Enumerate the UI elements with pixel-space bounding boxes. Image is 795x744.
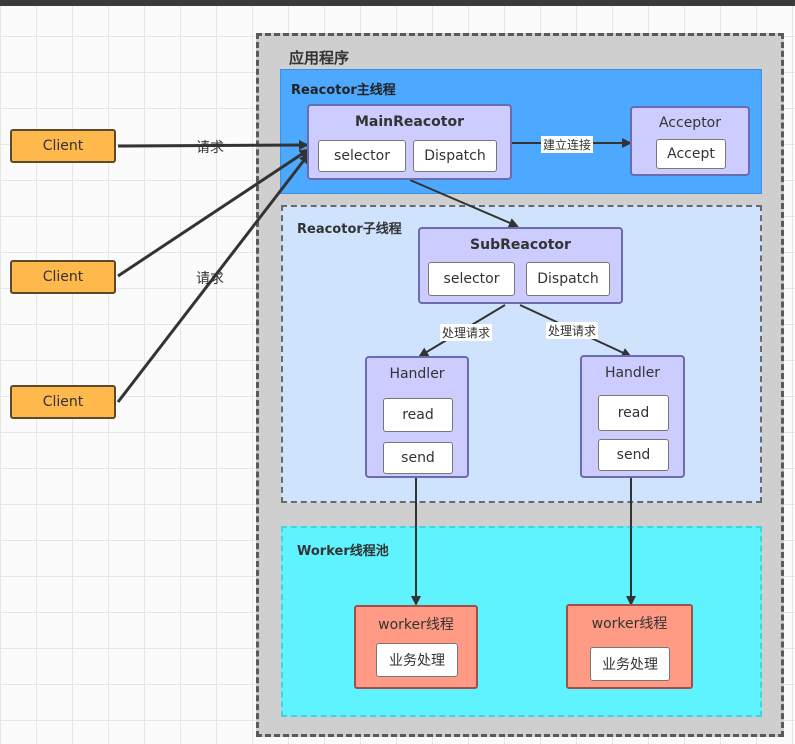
handle-request-label-left: 处理请求	[440, 324, 493, 341]
sub-reactor-node: SubReacotor selector Dispatch	[418, 227, 623, 304]
worker-left-task: 业务处理	[376, 643, 458, 677]
worker-thread-left: worker线程 业务处理	[354, 605, 478, 689]
application-title: 应用程序	[289, 49, 350, 67]
main-thread-title: Reacotor主线程	[291, 83, 396, 98]
acceptor-node: Acceptor Accept	[630, 106, 750, 176]
request-label-top: 请求	[196, 140, 224, 156]
client-node-1: Client	[10, 129, 116, 163]
main-reactor-node: MainReacotor selector Dispatch	[307, 104, 512, 180]
worker-thread-right: worker线程 业务处理	[566, 604, 693, 689]
main-reactor-title: MainReacotor	[355, 114, 464, 130]
handler-node-right: Handler read send	[580, 355, 685, 478]
main-reactor-selector: selector	[318, 140, 406, 172]
main-reactor-dispatch: Dispatch	[413, 140, 497, 172]
handle-request-label-right: 处理请求	[546, 322, 599, 339]
worker-left-title: worker线程	[378, 617, 454, 633]
connect-label: 建立连接	[541, 136, 594, 153]
sub-reactor-dispatch: Dispatch	[526, 262, 610, 296]
accept-box: Accept	[656, 139, 726, 169]
handler-left-title: Handler	[389, 366, 445, 382]
sub-thread-title: Reacotor子线程	[297, 222, 402, 237]
request-label-middle: 请求	[196, 271, 224, 287]
handler-node-left: Handler read send	[365, 356, 469, 478]
top-bar	[0, 0, 795, 6]
handler-left-send: send	[383, 442, 453, 474]
worker-right-task: 业务处理	[590, 647, 670, 681]
handler-right-read: read	[598, 395, 669, 431]
client-node-3: Client	[10, 385, 116, 419]
handler-left-read: read	[383, 398, 453, 432]
worker-pool-title: Worker线程池	[297, 544, 389, 559]
acceptor-title: Acceptor	[658, 115, 722, 131]
handler-right-title: Handler	[604, 365, 661, 381]
client-node-2: Client	[10, 260, 116, 294]
sub-reactor-selector: selector	[428, 262, 515, 296]
worker-right-title: worker线程	[591, 616, 668, 632]
sub-reactor-title: SubReacotor	[470, 237, 571, 253]
handler-right-send: send	[598, 439, 669, 471]
